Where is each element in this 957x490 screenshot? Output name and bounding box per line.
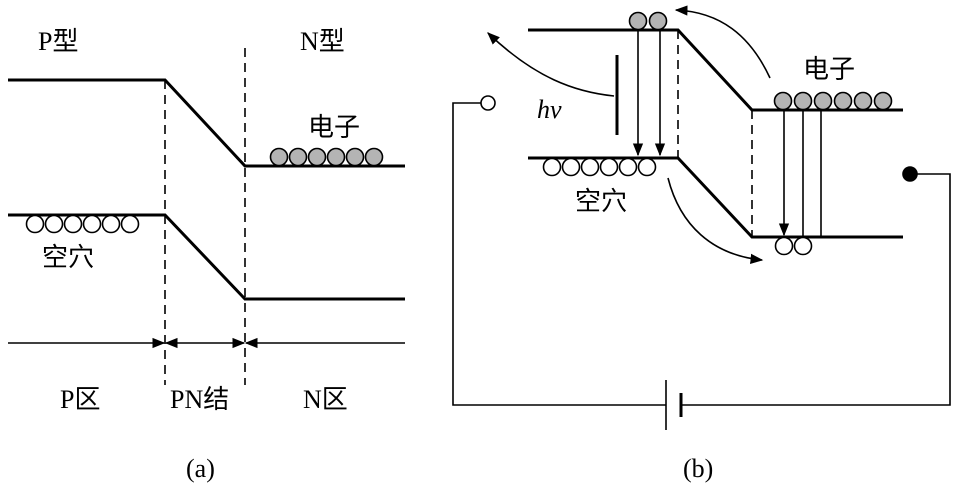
hole <box>542 157 562 177</box>
hole-flow-arrow <box>667 177 764 264</box>
valence-band-a <box>8 213 405 301</box>
electron <box>364 147 384 167</box>
hole <box>618 157 638 177</box>
electron-label-a: 电子 <box>308 113 360 142</box>
hole-label-a: 空穴 <box>42 243 94 272</box>
electron <box>853 91 873 111</box>
n-side-electrons <box>773 91 893 111</box>
hole <box>44 214 64 234</box>
electron <box>307 147 327 167</box>
electron-flow-arrow <box>674 5 771 79</box>
hole <box>599 157 619 177</box>
electron <box>813 91 833 111</box>
hole <box>82 214 102 234</box>
terminal-open <box>480 95 496 111</box>
electron-label-b: 电子 <box>803 55 855 84</box>
electron <box>288 147 308 167</box>
conduction-band-a <box>8 78 405 168</box>
circuit-wire-right <box>681 173 951 406</box>
hole <box>63 214 83 234</box>
hole <box>580 157 600 177</box>
caption-a: (a) <box>186 454 215 483</box>
n-type-label: N型 <box>300 27 345 56</box>
hole <box>120 214 140 234</box>
electron <box>269 147 289 167</box>
panel-a: P型 N型 电子 空穴 P区 PN结 N区 (a) <box>8 27 405 483</box>
pn-junction-label: PN结 <box>170 385 229 414</box>
electron <box>345 147 365 167</box>
electron <box>793 91 813 111</box>
hole <box>637 157 657 177</box>
electrons-a <box>269 147 384 167</box>
electron <box>833 91 853 111</box>
holes-a <box>25 214 140 234</box>
n-region-label: N区 <box>303 385 348 414</box>
valence-band-b <box>528 156 903 239</box>
hole <box>25 214 45 234</box>
injected-electrons <box>628 11 668 31</box>
p-type-label: P型 <box>38 27 78 56</box>
circuit-wire-left <box>452 102 666 406</box>
hole <box>793 236 813 256</box>
electron <box>326 147 346 167</box>
electron <box>628 11 648 31</box>
hole <box>774 236 794 256</box>
hole <box>101 214 121 234</box>
electron <box>648 11 668 31</box>
electron <box>873 91 893 111</box>
hv-label: hv <box>537 95 562 124</box>
photon-emission-arrow <box>487 32 615 97</box>
injected-holes <box>774 236 813 256</box>
caption-b: (b) <box>683 454 713 483</box>
terminal-closed <box>902 166 918 182</box>
conduction-band-b <box>528 28 903 112</box>
p-region-label: P区 <box>60 385 100 414</box>
hole <box>561 157 581 177</box>
hole-label-b: 空穴 <box>575 187 627 216</box>
electron <box>773 91 793 111</box>
p-side-holes <box>542 157 657 177</box>
panel-b: hv 电子 空穴 (b) <box>452 5 951 483</box>
